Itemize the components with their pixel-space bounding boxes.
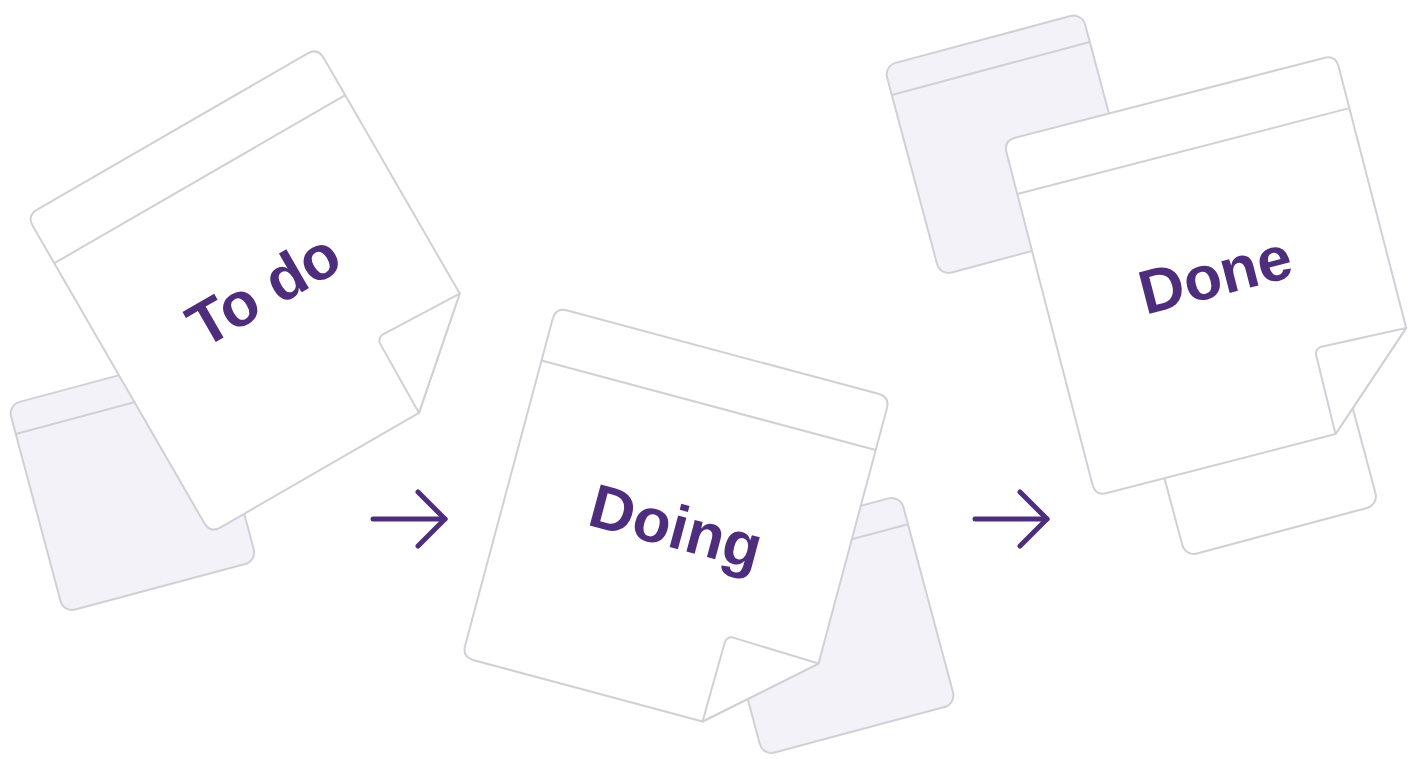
arrow-head [1020, 492, 1047, 546]
note-fold [1313, 325, 1420, 434]
note-fold [703, 636, 820, 747]
note-body [1003, 54, 1420, 495]
note-header-line [1017, 108, 1349, 194]
arrow-shaft [975, 517, 1047, 522]
flow-arrow [373, 492, 445, 546]
flow-arrow [975, 492, 1047, 546]
sticky-note: Done [1003, 54, 1420, 495]
note-fold [376, 290, 501, 412]
arrow-shaft [373, 517, 445, 522]
arrow-head [418, 492, 445, 546]
sticky-note: To do [27, 47, 501, 533]
sticky-note: Doing [462, 307, 890, 746]
note-header-line [542, 361, 876, 451]
note-body [462, 307, 890, 746]
note-body [27, 47, 501, 533]
